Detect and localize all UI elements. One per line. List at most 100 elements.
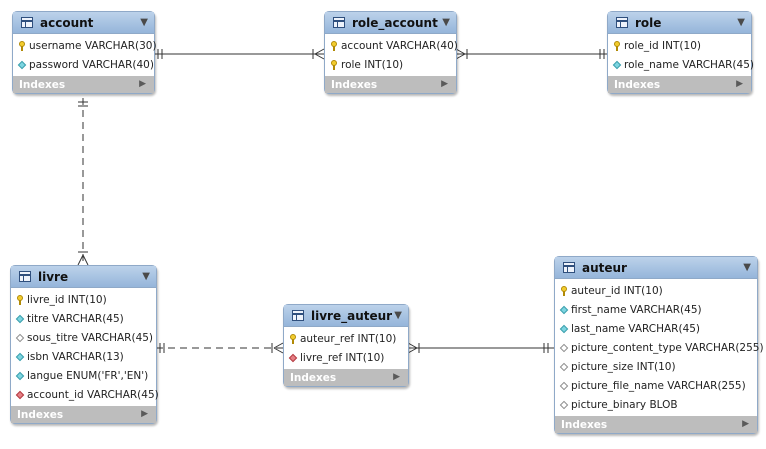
collapse-arrow-icon[interactable]: ▼ xyxy=(394,310,402,321)
table-icon xyxy=(21,17,33,28)
column-text: livre_id INT(10) xyxy=(27,293,107,306)
indexes-bar[interactable]: Indexes ▶ xyxy=(555,416,757,433)
column-row[interactable]: titre VARCHAR(45) xyxy=(11,309,156,328)
column-text: role INT(10) xyxy=(341,58,404,71)
column-list: livre_id INT(10) titre VARCHAR(45) sous_… xyxy=(11,288,159,406)
column-row[interactable]: username VARCHAR(30) xyxy=(13,36,157,55)
column-text: picture_content_type VARCHAR(255) xyxy=(571,341,764,354)
indexes-label: Indexes xyxy=(561,418,608,431)
column-text: picture_file_name VARCHAR(255) xyxy=(571,379,746,392)
table-name: role xyxy=(635,15,662,30)
indexes-bar[interactable]: Indexes ▶ xyxy=(608,76,751,93)
column-row[interactable]: picture_content_type VARCHAR(255) xyxy=(555,338,764,357)
column-row[interactable]: first_name VARCHAR(45) xyxy=(555,300,757,319)
column-row[interactable]: last_name VARCHAR(45) xyxy=(555,319,757,338)
collapse-arrow-icon[interactable]: ▼ xyxy=(442,17,450,28)
expand-arrow-icon[interactable]: ▶ xyxy=(393,372,400,382)
collapse-arrow-icon[interactable]: ▼ xyxy=(743,262,751,273)
table-header[interactable]: account ▼ xyxy=(13,12,154,34)
column-row[interactable]: password VARCHAR(40) xyxy=(13,55,154,74)
column-row[interactable]: sous_titre VARCHAR(45) xyxy=(11,328,156,347)
column-row[interactable]: picture_binary BLOB xyxy=(555,395,757,414)
table-icon xyxy=(19,271,31,282)
column-text: sous_titre VARCHAR(45) xyxy=(27,331,154,344)
table-role[interactable]: role ▼ role_id INT(10) role_name VARCHAR… xyxy=(607,11,754,94)
column-diamond-icon xyxy=(15,371,25,381)
table-name: role_account xyxy=(352,15,438,30)
column-row[interactable]: role_name VARCHAR(45) xyxy=(608,55,754,74)
column-text: titre VARCHAR(45) xyxy=(27,312,124,325)
table-icon xyxy=(563,262,575,273)
primary-key-icon xyxy=(329,59,339,70)
relation-auteur-livre-auteur xyxy=(407,342,554,354)
collapse-arrow-icon[interactable]: ▼ xyxy=(737,17,745,28)
collapse-arrow-icon[interactable]: ▼ xyxy=(140,17,148,28)
column-row[interactable]: account_id VARCHAR(45) xyxy=(11,385,159,404)
indexes-label: Indexes xyxy=(19,78,66,91)
table-livre[interactable]: livre ▼ livre_id INT(10) titre VARCHAR(4… xyxy=(10,265,159,424)
column-text: auteur_id INT(10) xyxy=(571,284,663,297)
collapse-arrow-icon[interactable]: ▼ xyxy=(142,271,150,282)
expand-arrow-icon[interactable]: ▶ xyxy=(139,79,146,89)
table-role-account[interactable]: role_account ▼ account VARCHAR(40) role … xyxy=(324,11,458,94)
table-header[interactable]: auteur ▼ xyxy=(555,257,757,279)
primary-key-icon xyxy=(612,40,622,51)
column-row[interactable]: account VARCHAR(40) xyxy=(325,36,458,55)
table-account[interactable]: account ▼ username VARCHAR(30) password … xyxy=(12,11,157,94)
primary-key-icon xyxy=(329,40,339,51)
column-row[interactable]: langue ENUM('FR','EN') xyxy=(11,366,156,385)
relation-account-livre xyxy=(77,98,89,266)
column-text: isbn VARCHAR(13) xyxy=(27,350,124,363)
column-list: username VARCHAR(30) password VARCHAR(40… xyxy=(13,34,157,76)
table-auteur[interactable]: auteur ▼ auteur_id INT(10) first_name VA… xyxy=(554,256,764,434)
foreign-key-icon xyxy=(15,390,25,400)
table-header[interactable]: role_account ▼ xyxy=(325,12,456,34)
column-text: first_name VARCHAR(45) xyxy=(571,303,702,316)
column-row[interactable]: isbn VARCHAR(13) xyxy=(11,347,156,366)
column-text: picture_binary BLOB xyxy=(571,398,678,411)
table-header[interactable]: livre ▼ xyxy=(11,266,156,288)
table-name: account xyxy=(40,15,94,30)
table-name: livre_auteur xyxy=(311,308,393,323)
table-livre-auteur[interactable]: livre_auteur ▼ auteur_ref INT(10) livre_… xyxy=(283,304,409,387)
nullable-column-icon xyxy=(15,333,25,343)
indexes-bar[interactable]: Indexes ▶ xyxy=(11,406,156,423)
indexes-bar[interactable]: Indexes ▶ xyxy=(13,76,154,93)
column-row[interactable]: auteur_id INT(10) xyxy=(555,281,757,300)
indexes-bar[interactable]: Indexes ▶ xyxy=(284,369,408,386)
indexes-label: Indexes xyxy=(17,408,64,421)
column-row[interactable]: picture_size INT(10) xyxy=(555,357,757,376)
expand-arrow-icon[interactable]: ▶ xyxy=(742,419,749,429)
table-name: auteur xyxy=(582,260,627,275)
column-diamond-icon xyxy=(17,60,27,70)
column-list: auteur_ref INT(10) livre_ref INT(10) xyxy=(284,327,408,369)
column-text: account VARCHAR(40) xyxy=(341,39,458,52)
indexes-label: Indexes xyxy=(614,78,661,91)
expand-arrow-icon[interactable]: ▶ xyxy=(736,79,743,89)
indexes-bar[interactable]: Indexes ▶ xyxy=(325,76,456,93)
expand-arrow-icon[interactable]: ▶ xyxy=(141,409,148,419)
table-header[interactable]: role ▼ xyxy=(608,12,751,34)
primary-key-icon xyxy=(15,294,25,305)
column-row[interactable]: auteur_ref INT(10) xyxy=(284,329,408,348)
primary-key-icon xyxy=(559,285,569,296)
column-row[interactable]: role_id INT(10) xyxy=(608,36,751,55)
table-icon xyxy=(616,17,628,28)
column-row[interactable]: role INT(10) xyxy=(325,55,456,74)
column-text: picture_size INT(10) xyxy=(571,360,676,373)
table-header[interactable]: livre_auteur ▼ xyxy=(284,305,408,327)
indexes-label: Indexes xyxy=(290,371,337,384)
column-text: langue ENUM('FR','EN') xyxy=(27,369,149,382)
column-row[interactable]: livre_ref INT(10) xyxy=(284,348,408,367)
column-text: username VARCHAR(30) xyxy=(29,39,157,52)
column-text: password VARCHAR(40) xyxy=(29,58,154,71)
column-row[interactable]: livre_id INT(10) xyxy=(11,290,156,309)
column-text: role_name VARCHAR(45) xyxy=(624,58,754,71)
table-name: livre xyxy=(38,269,69,284)
table-icon xyxy=(333,17,345,28)
relation-account-role-account xyxy=(155,48,325,60)
column-list: role_id INT(10) role_name VARCHAR(45) xyxy=(608,34,754,76)
column-row[interactable]: picture_file_name VARCHAR(255) xyxy=(555,376,757,395)
expand-arrow-icon[interactable]: ▶ xyxy=(441,79,448,89)
